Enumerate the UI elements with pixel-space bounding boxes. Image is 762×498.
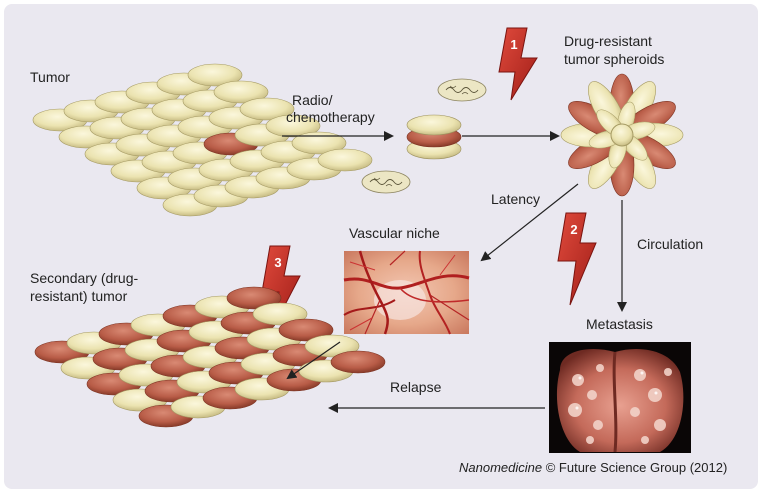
dead-cell-disc-top	[437, 78, 487, 102]
spheroid-core	[610, 123, 634, 147]
badge-3: 3	[274, 255, 281, 270]
tumor-cell	[304, 334, 360, 358]
vascular-niche-image	[343, 250, 470, 335]
lightning-bolt-1: 1	[498, 27, 538, 101]
label-latency: Latency	[491, 191, 540, 207]
badge-1: 1	[510, 37, 517, 52]
secondary-tumor-sheet	[34, 286, 386, 428]
dead-cell-disc-bottom	[361, 170, 411, 194]
arrow-latency	[480, 183, 579, 262]
label-secondary-line2: resistant) tumor	[30, 288, 128, 304]
tumor-cell	[239, 97, 295, 121]
credit-journal: Nanomedicine	[459, 460, 542, 475]
label-vascular-niche: Vascular niche	[349, 225, 440, 241]
tumor-cell	[252, 302, 308, 326]
tumor-cell	[213, 80, 269, 104]
tumor-cell-sheet	[32, 63, 373, 217]
label-tumor: Tumor	[30, 69, 70, 85]
credit-line: Nanomedicine © Future Science Group (201…	[459, 460, 727, 475]
tumor-cell	[317, 148, 373, 172]
arrow-niche-to-secondary	[286, 341, 341, 380]
resistant-cell	[278, 318, 334, 342]
metastasis-image	[549, 342, 691, 453]
resistant-cell	[226, 286, 282, 310]
label-spheroids-line1: Drug-resistant	[564, 33, 652, 49]
treated-cell-stack	[406, 114, 462, 160]
label-spheroids-line2: tumor spheroids	[564, 51, 664, 67]
badge-2: 2	[570, 222, 577, 237]
tumor-cell	[265, 114, 321, 138]
tumor-cell	[187, 63, 243, 87]
resistant-cell	[330, 350, 386, 374]
credit-rest: © Future Science Group (2012)	[542, 460, 727, 475]
label-metastasis: Metastasis	[586, 316, 653, 332]
tumor-cell	[291, 131, 347, 155]
drug-resistant-spheroid	[560, 73, 684, 197]
label-radio-line1: Radio/	[292, 92, 333, 108]
lightning-bolt-2: 2	[557, 212, 597, 306]
label-relapse: Relapse	[390, 379, 442, 395]
label-radio-line2: chemotherapy	[286, 109, 375, 125]
label-circulation: Circulation	[637, 236, 703, 252]
label-secondary-line1: Secondary (drug-	[30, 270, 139, 286]
